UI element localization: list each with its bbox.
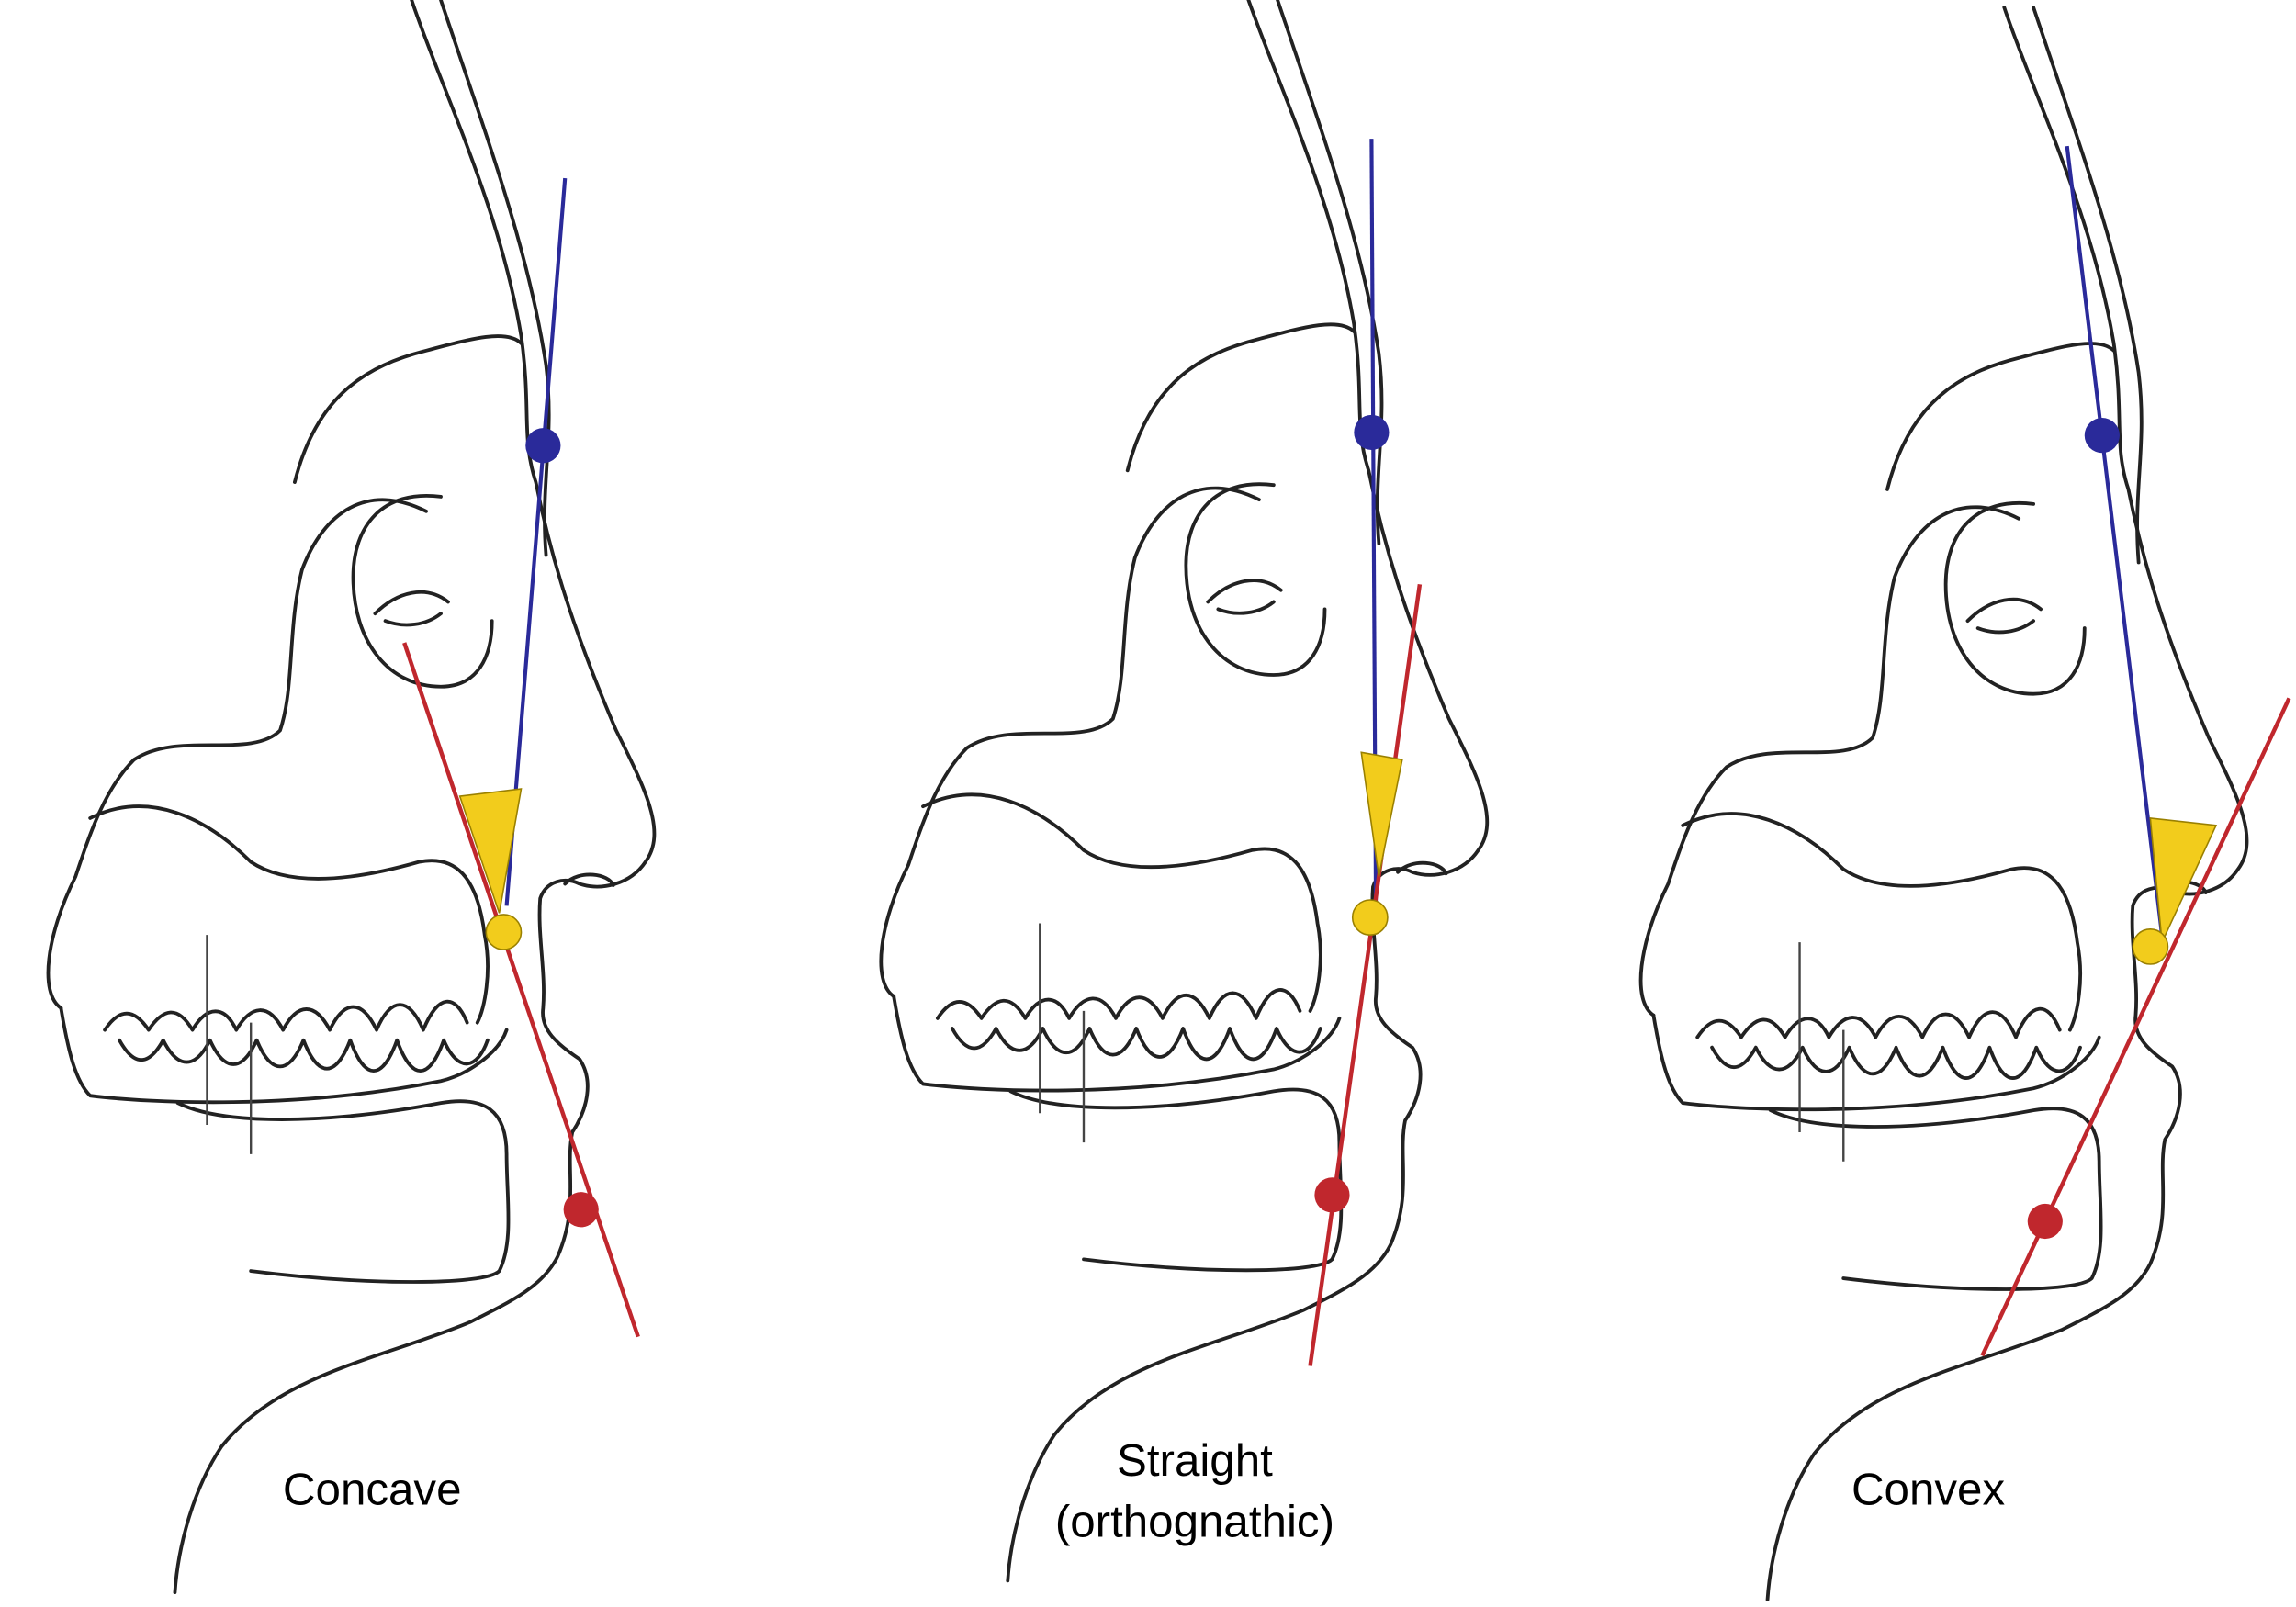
panel-label-convex: Convex [1851,1465,2005,1515]
chin-landmark-dot [1314,1177,1350,1213]
skull-outline [1638,6,2249,1601]
vertical-reference-line [504,177,568,906]
panel-concave: Concave [46,0,657,1595]
chin-landmark-dot [2027,1203,2063,1240]
panel-convex: Convex [1638,6,2291,1601]
subnasale-dot [1351,899,1389,936]
angle-marker [1360,751,1403,877]
panel-label-straight: Straight [1117,1435,1273,1486]
skull-outline [46,0,657,1595]
subnasale-dot [485,914,523,950]
upper-landmark-dot [525,428,561,464]
panel-straight: Straight (orthognathic) [879,0,1490,1583]
angle-marker [2149,817,2218,946]
lower-profile-line [1980,697,2291,1357]
panel-label-concave: Concave [283,1465,462,1515]
chin-landmark-dot [563,1192,599,1228]
vertical-reference-line [2065,145,2165,936]
upper-landmark-dot [2084,418,2120,454]
lower-profile-line [1308,584,1423,1366]
lower-profile-line [402,642,640,1338]
upper-landmark-dot [1354,414,1390,450]
subnasale-dot [2132,928,2169,965]
panel-label-orthognathic: (orthognathic) [1055,1497,1334,1547]
angle-marker [458,788,523,914]
